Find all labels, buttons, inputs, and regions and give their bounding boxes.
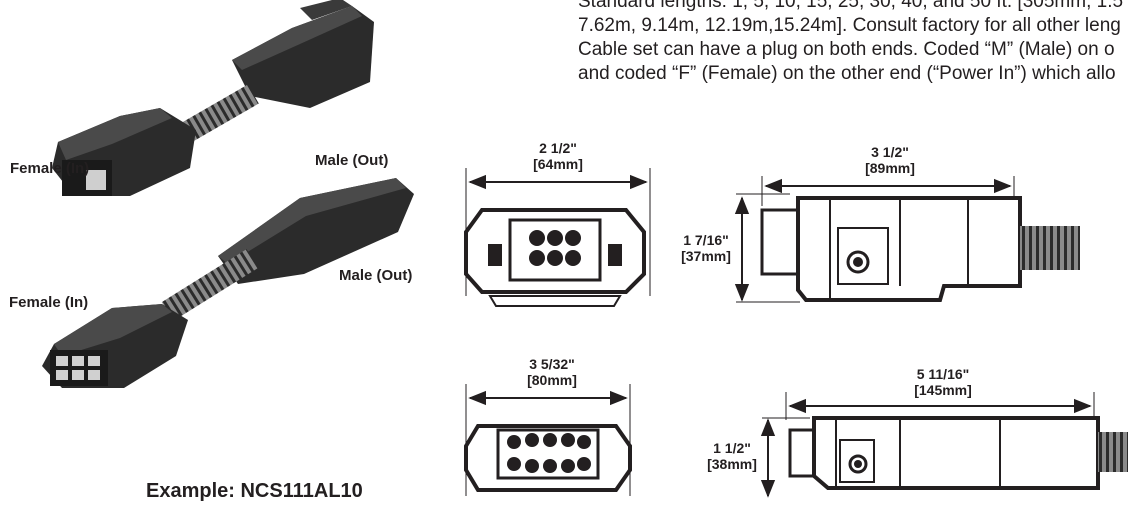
side-view-drawing-bottom [760,392,1128,498]
top-front-width-imperial: 2 1/2" [539,140,577,156]
intro-line-2: 7.62m, 9.14m, 12.19m,15.24m]. Consult fa… [578,15,1121,36]
top-side-height-imperial: 1 7/16" [683,232,729,248]
intro-line-4: and coded “F” (Female) on the other end … [578,63,1116,84]
front-view-drawing-top [464,168,651,307]
front-view-drawing-bottom [464,384,632,496]
bottom-front-width-metric: [80mm] [527,372,577,388]
female-in-label-top: Female (In) [10,160,90,177]
cable-assembly-photo-top [52,0,374,196]
male-out-label-top: Male (Out) [315,152,389,169]
side-view-drawing-top [734,176,1080,303]
bottom-side-length-dimension: 5 11/16" [145mm] [898,366,988,398]
example-part-number: Example: NCS111AL10 [146,480,363,502]
bottom-side-height-metric: [38mm] [707,456,757,472]
bottom-front-width-dimension: 3 5/32" [80mm] [512,356,592,388]
intro-line-3: Cable set can have a plug on both ends. … [578,39,1115,60]
bottom-side-length-metric: [145mm] [914,382,972,398]
cable-assembly-photo-bottom [42,178,414,388]
bottom-side-height-imperial: 1 1/2" [713,440,751,456]
intro-line-1: Standard lengths: 1, 5, 10, 15, 25, 30, … [578,0,1124,12]
top-side-length-dimension: 3 1/2" [89mm] [850,144,930,176]
top-side-length-imperial: 3 1/2" [871,144,909,160]
top-side-height-metric: [37mm] [681,248,731,264]
bottom-front-width-imperial: 3 5/32" [529,356,575,372]
top-side-length-metric: [89mm] [865,160,915,176]
top-side-height-dimension: 1 7/16" [37mm] [676,232,736,264]
female-in-label-bottom: Female (In) [9,294,89,311]
bottom-side-height-dimension: 1 1/2" [38mm] [702,440,762,472]
intro-text: Standard lengths: 1, 5, 10, 15, 25, 30, … [578,0,1128,86]
top-front-width-metric: [64mm] [533,156,583,172]
male-out-label-bottom: Male (Out) [339,267,413,284]
bottom-side-length-imperial: 5 11/16" [916,366,970,382]
top-front-width-dimension: 2 1/2" [64mm] [521,140,595,172]
